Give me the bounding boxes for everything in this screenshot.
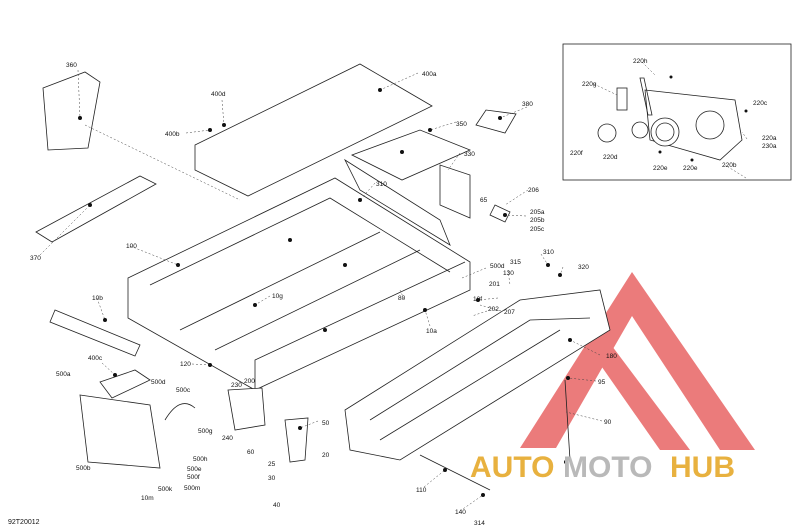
- callout-50: 50: [322, 420, 330, 427]
- fastener-dots: [78, 88, 572, 497]
- part-330-bracket: [439, 164, 471, 219]
- callout-370: 370: [30, 255, 41, 262]
- callout-500d-right: 500d: [490, 263, 505, 270]
- callout-240: 240: [222, 435, 233, 442]
- callout-310-right: 310: [543, 249, 554, 256]
- callout-140: 140: [455, 509, 466, 516]
- callout-400a: 400a: [422, 71, 437, 78]
- callout-201: 201: [489, 281, 500, 288]
- callout-40: 40: [273, 502, 281, 509]
- part-350-plate: [350, 129, 472, 181]
- callout-220a: 220a: [762, 135, 777, 142]
- callout-20: 20: [322, 452, 330, 459]
- callout-310: 310: [376, 181, 387, 188]
- part-400a-panel: [194, 63, 433, 197]
- inset-headlight-assembly: [597, 75, 748, 162]
- callout-130: 130: [503, 270, 514, 277]
- callout-360: 360: [66, 62, 77, 69]
- part-500c-cable: [164, 403, 196, 421]
- part-20-bracket: [284, 417, 309, 463]
- callout-500m: 500m: [184, 485, 200, 492]
- part-206-bolt: [489, 204, 511, 223]
- part-500b-plate: [79, 394, 161, 469]
- callout-110: 110: [416, 487, 427, 494]
- callout-330: 330: [464, 151, 475, 158]
- callout-206: 206: [528, 187, 539, 194]
- part-360-panel: [42, 71, 101, 151]
- callout-220e-2: 220e: [683, 165, 698, 172]
- callout-25: 25: [268, 461, 276, 468]
- callout-100: 100: [126, 243, 137, 250]
- callout-65: 65: [480, 197, 488, 204]
- callout-400d: 400d: [211, 91, 226, 98]
- callout-207: 207: [504, 309, 515, 316]
- callout-60: 60: [247, 449, 255, 456]
- callout-205b: 205b: [530, 217, 545, 224]
- callout-500k: 500k: [158, 486, 173, 493]
- callout-320: 320: [578, 264, 589, 271]
- part-10b-bar: [49, 309, 141, 357]
- callout-500h: 500h: [193, 456, 208, 463]
- callout-500a: 500a: [56, 371, 71, 378]
- callout-230a: 230a: [762, 143, 777, 150]
- callout-230: 230: [231, 382, 242, 389]
- callout-80: 80: [398, 295, 406, 302]
- callout-400c: 400c: [88, 355, 103, 362]
- callout-400b: 400b: [165, 131, 180, 138]
- callout-200: 200: [244, 378, 255, 385]
- callout-500b: 500b: [76, 465, 91, 472]
- part-110-shaft: [419, 454, 491, 491]
- callout-10b: 10b: [92, 295, 103, 302]
- callout-120: 120: [180, 361, 191, 368]
- callout-350: 350: [456, 121, 467, 128]
- callout-95: 95: [598, 379, 606, 386]
- callout-205a: 205a: [530, 209, 545, 216]
- callout-180: 180: [606, 353, 617, 360]
- watermark-text: AUTO MOTO HUB: [470, 451, 735, 484]
- callout-labels: 360 400a 400d 400b 380 350 330 310 370 1…: [30, 58, 777, 527]
- part-370-plate: [35, 175, 157, 243]
- callout-220h: 220h: [633, 58, 648, 65]
- inset-box: [562, 43, 792, 181]
- callout-220g: 220g: [582, 81, 597, 88]
- part-180-front-frame: [344, 289, 611, 461]
- callout-202: 202: [488, 306, 499, 313]
- part-90-rod: [564, 379, 571, 461]
- callout-500f: 500f: [187, 474, 200, 481]
- callout-205c: 205c: [530, 226, 545, 233]
- callout-220c: 220c: [753, 100, 768, 107]
- callout-380: 380: [522, 101, 533, 108]
- callout-220b: 220b: [722, 162, 737, 169]
- callout-220e: 220e: [653, 165, 668, 172]
- callout-10a: 10a: [426, 328, 437, 335]
- part-100-main-frame: [127, 158, 471, 391]
- watermark-auto: AUTO: [470, 451, 554, 484]
- watermark-hub: HUB: [670, 451, 735, 484]
- callout-500g: 500g: [198, 428, 213, 435]
- callout-10m: 10m: [141, 495, 154, 502]
- part-380-plate: [475, 109, 517, 134]
- callout-500d: 500d: [151, 379, 166, 386]
- callout-90: 90: [604, 419, 612, 426]
- callout-220d: 220d: [603, 154, 618, 161]
- callout-220f: 220f: [570, 150, 583, 157]
- callout-10g: 10g: [272, 293, 283, 300]
- callout-314: 314: [474, 520, 485, 527]
- watermark-moto: MOTO: [563, 451, 652, 484]
- watermark-triangle-logo: [520, 272, 755, 450]
- part-400c-trim: [99, 369, 151, 399]
- callout-10f: 10f: [473, 296, 482, 303]
- figure-code: 92T20012: [8, 519, 40, 526]
- part-200-bracket: [227, 387, 266, 431]
- leader-lines: [39, 61, 748, 512]
- callout-315: 315: [510, 259, 521, 266]
- callout-500e: 500e: [187, 466, 202, 473]
- callout-30: 30: [268, 475, 276, 482]
- callout-500c: 500c: [176, 387, 191, 394]
